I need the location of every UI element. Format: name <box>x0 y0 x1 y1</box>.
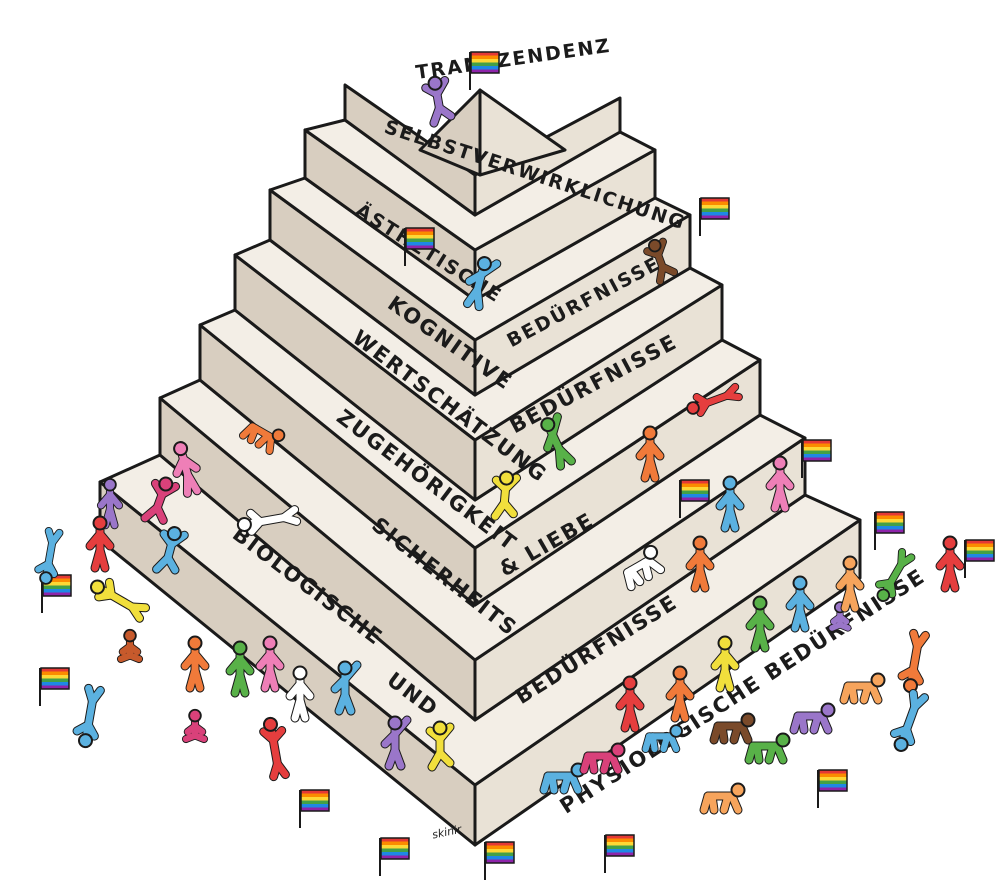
person-figure <box>540 412 576 471</box>
person-figure <box>835 555 865 613</box>
person-figure <box>180 635 210 693</box>
person-figure <box>709 712 756 745</box>
flag-bottom-4 <box>604 834 635 874</box>
person-figure <box>715 475 745 533</box>
person-figure <box>615 675 645 733</box>
person-figure <box>236 505 302 536</box>
person-figure <box>897 628 930 694</box>
person-figure <box>579 742 626 775</box>
person-figure <box>225 640 255 698</box>
person-figure <box>789 702 836 735</box>
person-figure <box>635 425 665 483</box>
artist-signature: skinir <box>431 822 464 841</box>
person-figure <box>380 715 412 771</box>
flag-bottom-2 <box>379 837 410 877</box>
person-figure <box>85 515 115 573</box>
person-figure <box>330 660 362 716</box>
flag-bottom-3 <box>484 841 515 881</box>
person-figure <box>421 75 456 128</box>
person-figure <box>744 732 791 765</box>
person-figure <box>425 720 455 772</box>
person-figure <box>490 470 522 521</box>
people-figures <box>34 75 965 815</box>
person-figure <box>710 635 740 693</box>
person-figure <box>686 382 743 417</box>
flag-right-4 <box>964 539 995 579</box>
person-figure <box>643 237 679 286</box>
person-figure <box>72 683 105 749</box>
person-figure <box>34 526 64 585</box>
person-figure <box>259 716 290 782</box>
person-figure <box>181 708 209 744</box>
person-figure <box>116 628 144 664</box>
flag-top <box>469 51 500 91</box>
person-figure <box>665 665 695 723</box>
flag-right-upper <box>699 197 730 237</box>
flag-bottom-1 <box>299 789 330 829</box>
tier-capstone <box>418 88 567 177</box>
person-figure <box>89 577 151 623</box>
person-figure <box>285 665 315 723</box>
person-figure <box>889 689 930 752</box>
person-figure <box>152 526 189 575</box>
person-figure <box>623 544 666 592</box>
flag-left-2 <box>39 667 70 707</box>
person-figure <box>462 256 502 312</box>
person-figure <box>140 476 181 525</box>
person-figure <box>935 535 965 593</box>
tier-aesthetic <box>303 118 657 302</box>
flag-bottom-right <box>817 769 848 809</box>
person-figure <box>238 422 286 455</box>
person-figure <box>828 601 852 632</box>
person-figure <box>641 724 683 754</box>
person-figure <box>255 635 285 693</box>
person-figure <box>785 575 815 633</box>
person-figure <box>539 762 586 795</box>
person-figure <box>765 455 795 513</box>
pyramid <box>98 83 862 847</box>
tier-esteem <box>233 238 724 502</box>
person-figure <box>745 595 775 653</box>
person-figure <box>685 535 715 593</box>
flag-right-3 <box>874 511 905 551</box>
person-figure <box>875 547 916 603</box>
person-figure <box>172 441 202 498</box>
person-figure <box>839 672 886 705</box>
person-figure <box>699 782 746 815</box>
